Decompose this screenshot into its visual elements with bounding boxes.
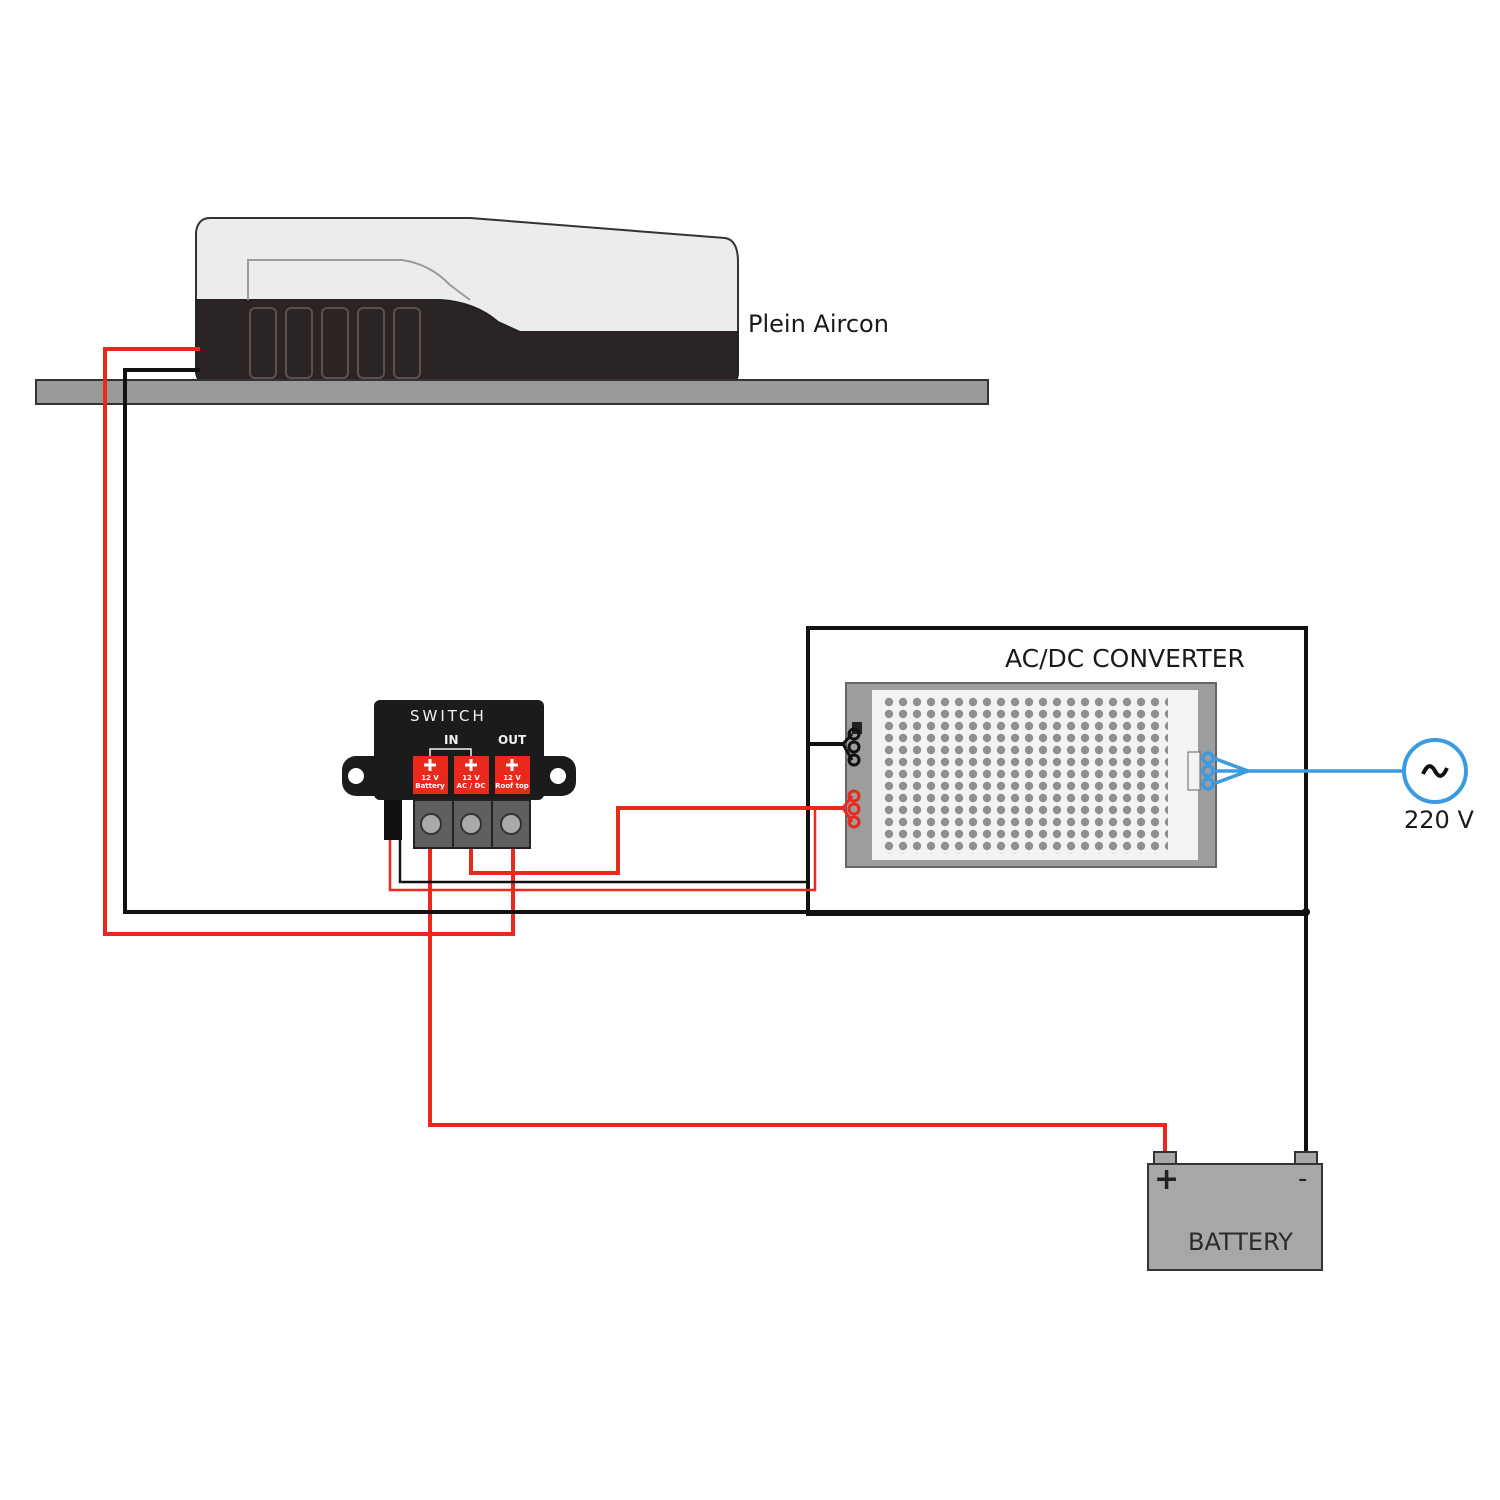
converter-label: AC/DC CONVERTER <box>1005 644 1245 673</box>
negative-wires <box>123 368 1308 1152</box>
terminal-battery-voltage: 12 V <box>421 774 439 782</box>
aircon-label: Plein Aircon <box>748 310 889 338</box>
terminal-battery-name: Battery <box>415 782 445 790</box>
aircon-unit <box>195 217 739 385</box>
sine-wave-icon <box>1421 764 1449 778</box>
terminal-battery: 12 V Battery <box>413 774 447 790</box>
positive-wires <box>103 347 1167 1152</box>
battery-negative-terminal-label: - <box>1298 1164 1308 1194</box>
roof-panel <box>35 379 989 405</box>
terminal-rooftop: 12 V Roof top <box>495 774 529 790</box>
battery-label: BATTERY <box>1188 1228 1293 1256</box>
terminal-acdc-name: AC / DC <box>456 782 486 790</box>
switch-out-label: OUT <box>498 733 527 747</box>
switch-title: SWITCH <box>410 707 487 725</box>
converter-body <box>845 682 1217 868</box>
ac-voltage-label: 220 V <box>1404 806 1474 834</box>
ground-junction <box>1302 908 1310 916</box>
ac-input-wire <box>1201 751 1404 791</box>
battery-positive-terminal-label: + <box>1154 1162 1180 1197</box>
terminal-acdc: 12 V AC / DC <box>454 774 488 790</box>
terminal-rooftop-name: Roof top <box>495 782 529 790</box>
terminal-rooftop-voltage: 12 V <box>503 774 521 782</box>
terminal-acdc-voltage: 12 V <box>462 774 480 782</box>
dc-output-connectors <box>841 727 861 829</box>
switch-module <box>342 700 576 849</box>
battery <box>1147 1151 1323 1271</box>
switch-in-label: IN <box>444 733 459 747</box>
